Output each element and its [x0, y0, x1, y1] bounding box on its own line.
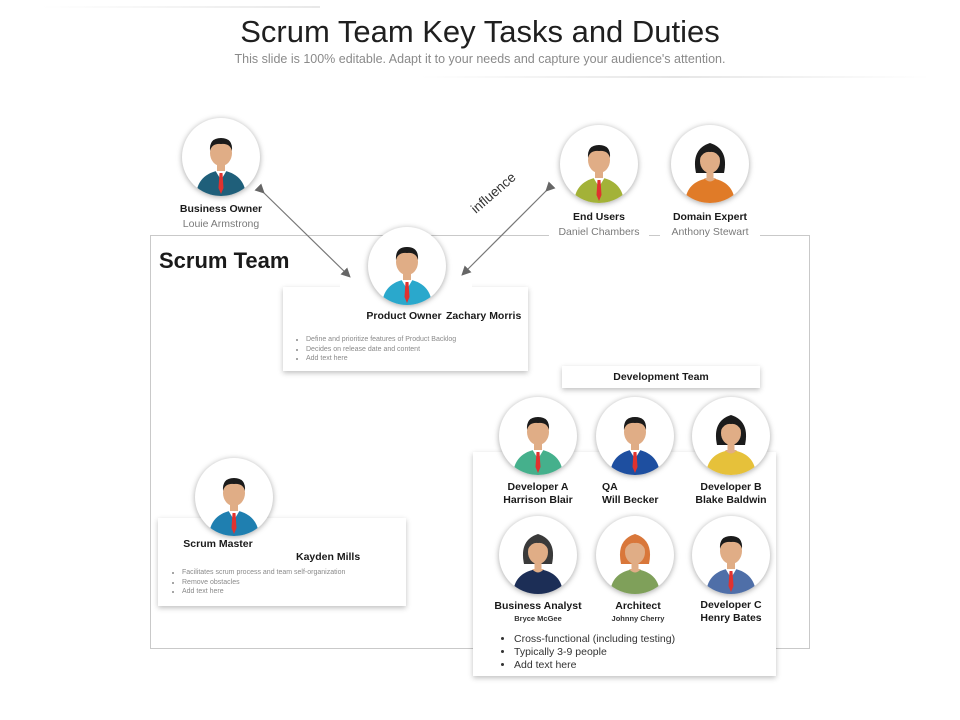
list-item: Typically 3-9 people — [514, 646, 784, 659]
product-owner-avatar — [368, 227, 446, 305]
business-owner-name: Louie Armstrong — [182, 218, 260, 230]
developer-c-role: Developer C — [700, 599, 762, 611]
scrum-master-card — [158, 518, 406, 606]
scrum-master-role: Scrum Master — [183, 538, 253, 550]
influence-arrow — [461, 181, 556, 276]
male-person-icon — [382, 247, 432, 305]
scrum-master-duties: Facilitates scrum process and team self-… — [170, 568, 412, 597]
product-owner-name: Zachary Morris — [446, 310, 522, 322]
female-person-icon — [513, 534, 563, 594]
end-users-label-box — [549, 210, 649, 240]
qa-role: QA — [602, 481, 618, 493]
male-person-icon — [196, 138, 246, 196]
list-item: Remove obstacles — [182, 578, 412, 588]
male-person-icon — [610, 417, 660, 475]
business-analyst-avatar — [499, 516, 577, 594]
list-item: Cross-functional (including testing) — [514, 633, 784, 646]
developer-a-avatar — [499, 397, 577, 475]
female-person-icon — [685, 143, 735, 203]
developer-c-avatar — [692, 516, 770, 594]
list-item: Add text here — [306, 354, 531, 364]
developer-b-role: Developer B — [700, 481, 762, 493]
product-owner-role: Product Owner — [366, 310, 442, 322]
page-subtitle: This slide is 100% editable. Adapt it to… — [234, 52, 726, 66]
list-item: Add text here — [182, 587, 412, 597]
male-person-icon — [706, 536, 756, 594]
scrum-master-avatar — [195, 458, 273, 536]
female-person-icon — [706, 415, 756, 475]
page-title: Scrum Team Key Tasks and Duties — [240, 14, 720, 49]
list-item: Define and prioritize features of Produc… — [306, 335, 531, 345]
list-item: Decides on release date and content — [306, 345, 531, 355]
end-users-avatar — [560, 125, 638, 203]
end-users-name: Daniel Chambers — [558, 226, 640, 238]
female-person-icon — [610, 534, 660, 594]
male-person-icon — [513, 417, 563, 475]
developer-a-role: Developer A — [507, 481, 569, 493]
list-item: Add text here — [514, 659, 784, 672]
business-analyst-role: Business Analyst — [494, 600, 582, 612]
developer-a-name: Harrison Blair — [503, 494, 573, 506]
business-owner-avatar — [182, 118, 260, 196]
domain-expert-role: Domain Expert — [672, 211, 748, 223]
domain-expert-name: Anthony Stewart — [671, 226, 749, 238]
male-person-icon — [574, 145, 624, 203]
subtitle-underline — [420, 76, 930, 78]
list-item: Facilitates scrum process and team self-… — [182, 568, 412, 578]
development-team-label: Development Team — [613, 371, 709, 383]
developer-c-name: Henry Bates — [700, 612, 762, 624]
domain-expert-label-box — [660, 210, 760, 240]
business-owner-arrow — [254, 183, 351, 278]
domain-expert-avatar — [671, 125, 749, 203]
header-decor-line — [40, 6, 320, 8]
architect-avatar — [596, 516, 674, 594]
qa-avatar — [596, 397, 674, 475]
architect-role: Architect — [615, 600, 661, 612]
business-owner-role: Business Owner — [179, 203, 263, 215]
development-team-bullets: Cross-functional (including testing) Typ… — [498, 633, 784, 672]
end-users-role: End Users — [573, 211, 625, 223]
architect-name: Johnny Cherry — [611, 614, 665, 623]
scrum-master-name: Kayden Mills — [296, 551, 361, 563]
qa-name: Will Becker — [602, 494, 659, 506]
developer-b-avatar — [692, 397, 770, 475]
male-person-icon — [209, 478, 259, 536]
development-team-header-box — [562, 366, 760, 388]
developer-b-name: Blake Baldwin — [695, 494, 767, 506]
product-owner-duties: Define and prioritize features of Produc… — [294, 335, 531, 364]
business-analyst-name: Bryce McGee — [514, 614, 562, 623]
